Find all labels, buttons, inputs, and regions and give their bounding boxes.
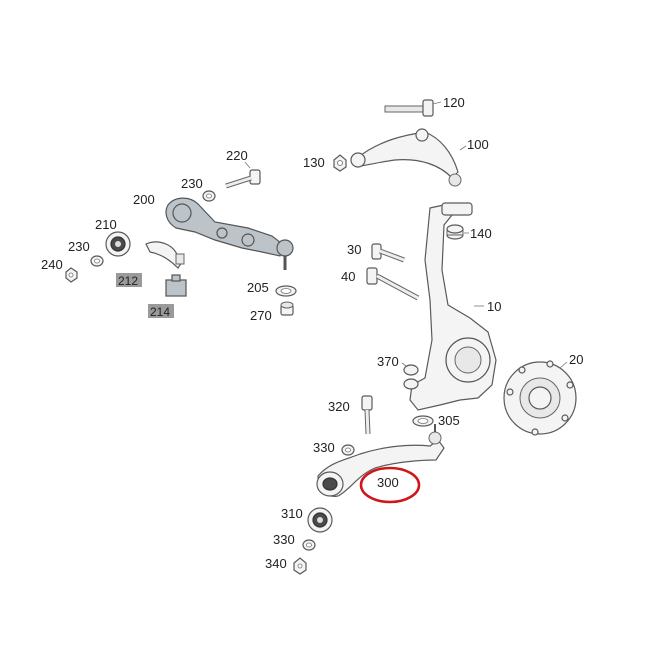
clip-212 [145,241,185,269]
washer-205 [275,285,297,297]
label-240: 240 [41,257,63,272]
label-10: 10 [487,299,501,314]
label-120: 120 [443,95,465,110]
bracket-214 [165,274,187,297]
label-40: 40 [341,269,355,284]
bolt-120 [384,99,442,117]
washer-230-upper [202,190,216,202]
label-box-214 [148,304,174,318]
upper-control-arm-100 [350,128,467,187]
wheel-hub-20 [503,360,577,436]
washer-305 [412,415,434,427]
label-330-upper: 330 [313,440,335,455]
bush-310 [307,507,333,533]
nut-270 [280,301,294,316]
lower-arm-300 [316,424,445,497]
bolt-320 [361,395,373,435]
washer-330-lower [302,539,316,551]
nut-370 [401,362,419,390]
label-214: 214 [150,305,170,319]
label-320: 320 [328,399,350,414]
highlight-ring-300 [359,466,421,504]
bush-210 [105,231,131,257]
label-340: 340 [265,556,287,571]
label-370: 370 [377,354,399,369]
label-230-lower: 230 [68,239,90,254]
washer-330-upper [341,444,355,456]
label-30: 30 [347,242,361,257]
label-220: 220 [226,148,248,163]
nut-340 [293,557,307,575]
nut-240 [65,267,78,283]
label-box-212 [116,273,142,287]
label-305: 305 [438,413,460,428]
nut-130 [333,154,347,172]
label-100: 100 [467,137,489,152]
bolt-40 [366,267,420,301]
washer-230-lower [90,255,104,267]
label-230-upper: 230 [181,176,203,191]
label-330-lower: 330 [273,532,295,547]
label-20: 20 [569,352,583,367]
label-210: 210 [95,217,117,232]
label-140: 140 [470,226,492,241]
bolt-30 [371,243,405,263]
bush-140 [446,224,469,240]
label-212: 212 [118,274,138,288]
wishbone-200 [165,197,294,270]
label-270: 270 [250,308,272,323]
label-300: 300 [377,475,399,490]
label-310: 310 [281,506,303,521]
label-130: 130 [303,155,325,170]
label-205: 205 [247,280,269,295]
steering-knuckle-10 [409,202,497,411]
label-200: 200 [133,192,155,207]
bolt-220 [225,161,261,189]
